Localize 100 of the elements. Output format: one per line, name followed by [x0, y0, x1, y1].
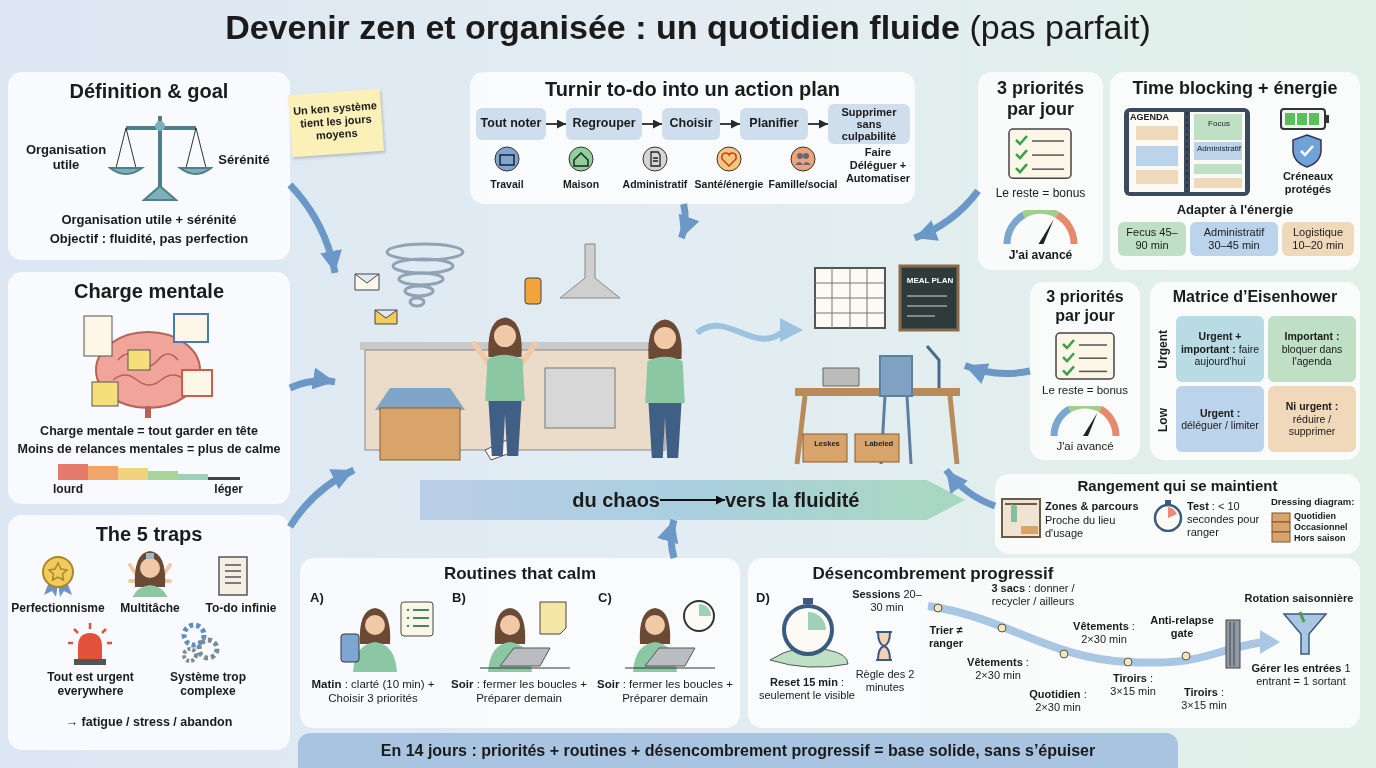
panel-title: 3 priorités par jour [996, 78, 1085, 121]
agenda-text: Administratif [1196, 144, 1242, 154]
trap-label: Tout est urgent everywhere [46, 670, 135, 699]
panel-title: 3 priorités par jour [1045, 288, 1125, 326]
arrow [678, 203, 700, 240]
zone-label: Zones & parcours [1045, 500, 1140, 513]
page-title: Devenir zen et organisée : un quotidien fluide (pas parfait) [224, 8, 1152, 47]
arrow [963, 362, 1031, 384]
step-text: Rotation saisonnière [1243, 592, 1355, 605]
matrix-quadrant: Important : bloquer dans l'agenda [1268, 316, 1356, 382]
step-text: Tiroirs : 3×15 min [1180, 686, 1228, 712]
category-label: Maison [561, 178, 601, 191]
action-label: Faire Déléguer + Automatiser [844, 146, 912, 185]
routine-text: Soir : fermer les boucles + Préparer demain [450, 678, 588, 706]
summary-text: Moins de relances mentales = plus de calme [16, 442, 282, 457]
info-card [1110, 72, 1360, 270]
panel-title: The 5 traps [94, 523, 204, 547]
summary-text: Organisation utile + sérénité [60, 212, 238, 228]
category-label: Famille/social [767, 178, 839, 191]
trap-label: Système trop complexe [169, 670, 247, 699]
step-letter: C) [598, 590, 613, 606]
gauge-label: J'ai avancé [1007, 248, 1074, 263]
arrow [287, 182, 342, 274]
info-card [8, 515, 290, 750]
step-text: Gérer les entrées 1 entrant = 1 sortant [1250, 662, 1352, 688]
arrow [807, 119, 829, 129]
panel-title: Matrice d’Eisenhower [1171, 288, 1339, 307]
trap-label: To-do infinie [204, 601, 278, 616]
step-text: Trier ≠ ranger [927, 624, 965, 650]
step-letter: B) [452, 590, 467, 606]
scale-end-label: léger [213, 482, 243, 497]
note-text: Un ken système tient les jours moyens [292, 99, 379, 144]
info-card [978, 72, 1103, 270]
shield-label: Créneaux protégés [1281, 170, 1335, 196]
matrix-quadrant: Ni urgent : réduire / supprimer [1268, 386, 1356, 452]
trap-label: Perfectionnisme [10, 601, 106, 616]
energy-chip: Administratif 30–45 min [1190, 222, 1278, 256]
routine-text: Soir : fermer les boucles + Préparer demain [596, 678, 734, 706]
agenda-text: AGENDA [1130, 112, 1170, 123]
info-card [8, 72, 290, 260]
panel-title: Turnir to-do into un action plan [543, 78, 842, 102]
scale-label: Sérénité [217, 152, 271, 168]
arrow [288, 368, 336, 392]
shelf-label: Hors saison [1294, 533, 1347, 544]
note-text: Le reste = bonus [1041, 384, 1129, 398]
step-text: Vêtements : 2×30 min [966, 656, 1030, 682]
arrow [545, 119, 567, 129]
matrix-quadrant: Urgent + important : faire aujourd'hui [1176, 316, 1264, 382]
axis-label: Low [1156, 408, 1171, 432]
trap-label: Multitâche [119, 601, 181, 616]
zone-text: Proche du lieu d'usage [1045, 514, 1117, 540]
arrow [657, 519, 679, 559]
summary-text: → fatigue / stress / abandon [64, 715, 234, 730]
summary-banner: En 14 jours : priorités + routines + désencombrement progressif = base solide, sans s’épuiser [298, 733, 1178, 768]
summary-text: Charge mentale = tout garder en tête [39, 424, 259, 439]
banner-text: du chaos [480, 486, 660, 514]
panel-title: Routines that calm [442, 564, 598, 585]
step-box: Choisir [662, 108, 720, 140]
info-card [995, 474, 1360, 554]
arrow [659, 495, 726, 505]
step-text: Sessions 20–30 min [852, 588, 922, 614]
panel-title: Définition & goal [68, 80, 230, 104]
panel-title: Rangement qui se maintient [1076, 477, 1279, 495]
panel-title: Time blocking + énergie [1131, 78, 1339, 100]
info-card [748, 558, 1360, 728]
board-text: MEAL PLAN [905, 276, 955, 286]
arrow [287, 466, 356, 529]
step-text: 3 sacs : donner / recycler / ailleurs [990, 582, 1076, 608]
gauge-label: J'ai avancé [1055, 440, 1115, 454]
panel-title: Charge mentale [72, 280, 226, 304]
step-box: Planifier [740, 108, 808, 140]
category-label: Travail [489, 178, 525, 191]
test-text: Test : < 10 secondes pour ranger [1187, 500, 1261, 539]
step-text: Anti-relapse gate [1149, 614, 1215, 640]
step-text: Quotidien : 2×30 min [1028, 688, 1088, 714]
category-label: Administratif [621, 178, 689, 191]
arrow [719, 119, 741, 129]
step-text: Tiroirs : 3×15 min [1109, 672, 1157, 698]
summary-text: Objectif : fluidité, pas perfection [48, 231, 250, 247]
arrow [913, 188, 981, 242]
routine-text: Matin : clarté (10 min) + Choisir 3 priorités [310, 678, 436, 706]
text-banner [420, 480, 965, 520]
panel-title: Désencombrement progressif [811, 564, 1055, 584]
info-card [300, 558, 740, 728]
step-box: Supprimer sans culpabilité [828, 104, 910, 144]
step-letter: A) [310, 590, 325, 606]
step-box: Tout noter [476, 108, 546, 140]
info-card [1030, 282, 1140, 460]
agenda-text: Focus [1207, 119, 1231, 129]
summary-text: Adapter à l'énergie [1175, 202, 1295, 218]
arrow [641, 119, 663, 129]
step-text: Reset 15 min : seulement le visible [758, 676, 856, 702]
step-text: Règle des 2 minutes [855, 668, 916, 694]
info-card [1150, 282, 1360, 460]
info-card [8, 272, 290, 504]
shelf-label: Quotidien [1294, 511, 1337, 522]
info-card [470, 72, 915, 204]
sticky-note [287, 88, 385, 158]
axis-label: Urgent [1156, 330, 1171, 369]
arrow [943, 467, 997, 510]
